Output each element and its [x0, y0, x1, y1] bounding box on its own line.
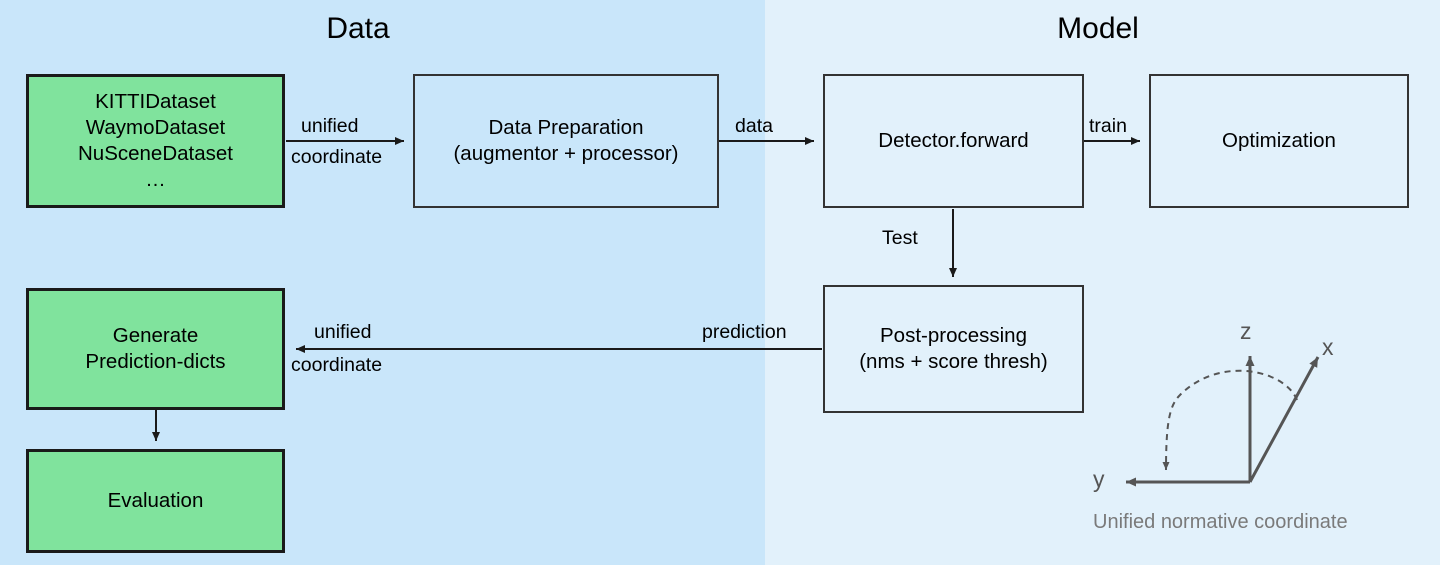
edge-label-unified: unified [301, 115, 359, 137]
node-generate-prediction-dicts[interactable]: Generate Prediction-dicts [26, 288, 285, 410]
node-optimization-label: Optimization [1222, 129, 1336, 152]
edge-label-prediction: prediction [702, 321, 787, 343]
node-detector-forward-label: Detector.forward [878, 129, 1029, 152]
edge-label-coordinate-2: coordinate [291, 354, 383, 376]
edge-label-coordinate: coordinate [291, 146, 383, 168]
axis-label-y: y [1093, 466, 1105, 492]
node-optimization[interactable]: Optimization [1149, 74, 1409, 208]
node-datasets-label: KITTIDataset WaymoDataset NuSceneDataset… [78, 90, 233, 191]
node-post-processing[interactable]: Post-processing (nms + score thresh) [823, 285, 1084, 413]
coordinate-caption: Unified normative coordinate [1093, 511, 1348, 533]
node-evaluation-label: Evaluation [107, 489, 204, 512]
panel-title-model: Model [1057, 12, 1139, 45]
edge-label-unified-2: unified [314, 321, 372, 343]
node-generate-prediction-dicts-label: Generate Prediction-dicts [85, 324, 226, 373]
axis-label-x: x [1322, 334, 1334, 360]
edge-label-test: Test [882, 227, 918, 249]
axis-label-z: z [1240, 318, 1252, 344]
node-post-processing-label: Post-processing (nms + score thresh) [859, 324, 1048, 373]
node-detector-forward[interactable]: Detector.forward [823, 74, 1084, 208]
node-evaluation[interactable]: Evaluation [26, 449, 285, 553]
node-data-preparation-label: Data Preparation (augmentor + processor) [453, 116, 679, 165]
node-datasets[interactable]: KITTIDataset WaymoDataset NuSceneDataset… [26, 74, 285, 208]
edge-label-data: data [735, 115, 773, 137]
edge-label-train: train [1089, 115, 1127, 137]
panel-title-data: Data [326, 12, 390, 45]
node-data-preparation[interactable]: Data Preparation (augmentor + processor) [413, 74, 719, 208]
